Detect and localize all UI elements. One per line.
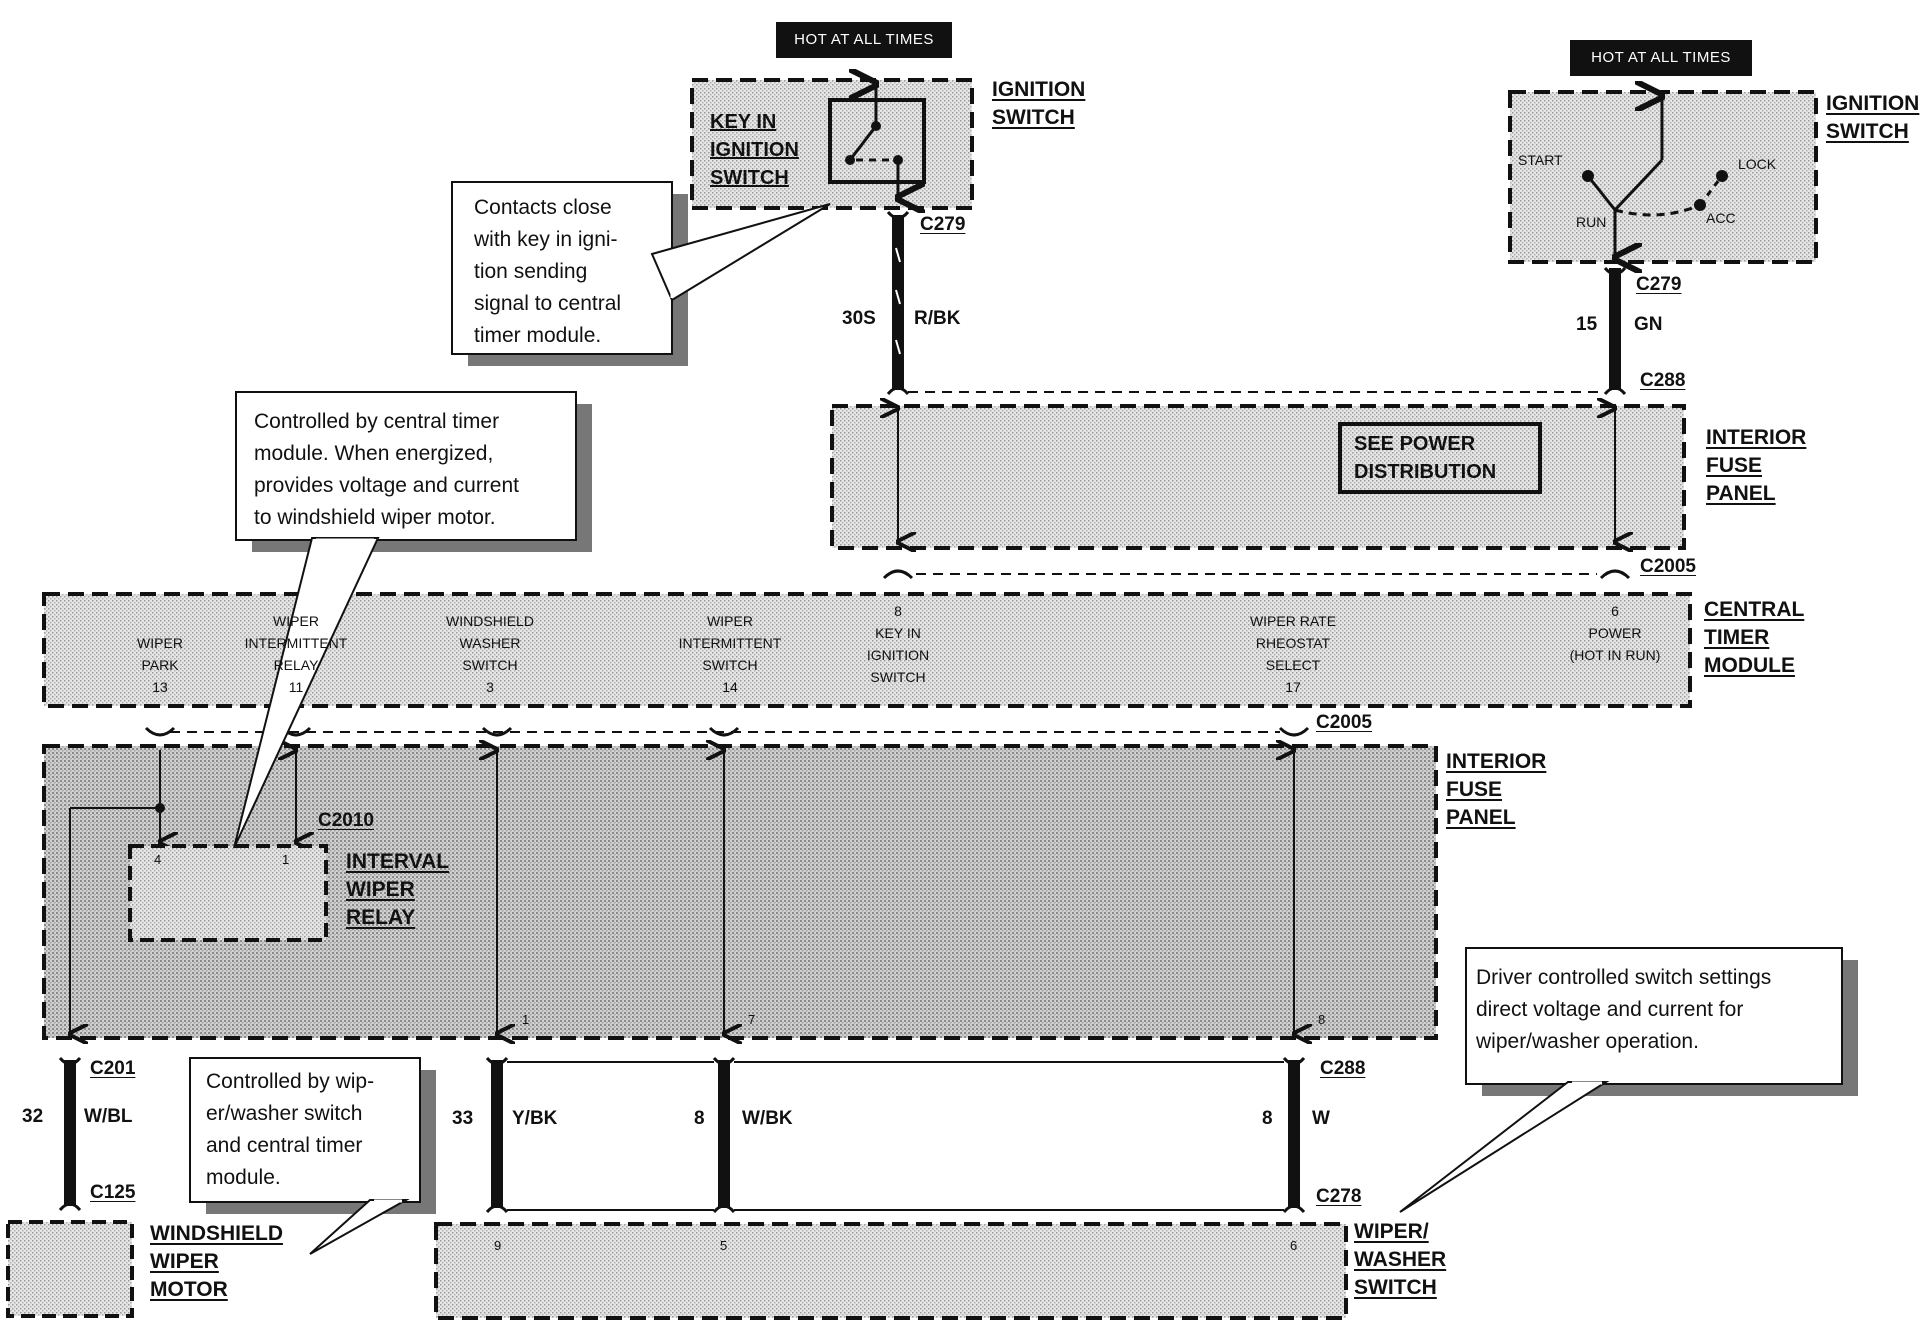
wire-32-color: W/BL — [84, 1106, 133, 1127]
wire-32-circuit: 32 — [22, 1106, 44, 1127]
wire-15-circuit: 15 — [1576, 314, 1598, 335]
wire-8b-circuit: 8 — [1262, 1108, 1273, 1129]
interior-fuse-panel-top-label: INTERIOR FUSE PANEL — [1706, 426, 1807, 505]
interior-fuse-panel-top — [830, 406, 1686, 548]
wire-33 — [485, 1056, 509, 1214]
fuse-panel-pin-1: 1 — [522, 1012, 530, 1027]
wire-8a-color: W/BK — [742, 1108, 793, 1129]
note-driver-box — [1399, 947, 1858, 1213]
wire-8a-circuit: 8 — [694, 1108, 705, 1129]
connector-c2005-top: C2005 — [1640, 556, 1696, 577]
wire-8-wbk — [712, 1056, 736, 1214]
ctm-pin-power: 6 POWER (HOT IN RUN) — [1569, 603, 1661, 663]
interval-wiper-relay-label: INTERVAL WIPER RELAY — [346, 850, 450, 929]
connector-c288-top: C288 — [1640, 370, 1686, 391]
fuse-panel-pin-8: 8 — [1318, 1012, 1326, 1027]
wire-33-color: Y/BK — [512, 1108, 558, 1129]
wire-8-w — [1282, 1056, 1306, 1214]
fuse-panel-pin-7: 7 — [748, 1012, 756, 1027]
wiper-washer-switch-label: WIPER/ WASHER SWITCH — [1354, 1220, 1447, 1299]
interval-wiper-relay — [128, 844, 328, 942]
connector-c279-left: C279 — [920, 214, 966, 235]
note-key-in-ignition: Contacts close with key in igni- tion se… — [474, 196, 622, 347]
hot-at-all-times-label: HOT AT ALL TIMES — [776, 22, 952, 58]
connector-c125: C125 — [90, 1182, 136, 1203]
wire-30s — [886, 210, 910, 396]
wire-33-circuit: 33 — [452, 1108, 474, 1129]
ctm-pin-wiper-rate-rheostat-select: WIPER RATE RHEOSTAT SELECT 17 — [1249, 613, 1337, 695]
note-relay: Controlled by central timer module. When… — [254, 410, 519, 529]
ignition-position-run: RUN — [1576, 214, 1607, 230]
switch-pin-5: 5 — [720, 1238, 728, 1253]
connector-c2010: C2010 — [318, 810, 374, 831]
relay-pin-1: 1 — [282, 852, 290, 867]
windshield-wiper-motor — [6, 1220, 134, 1318]
note-driver-controlled: Driver controlled switch settings direct… — [1476, 966, 1772, 1053]
wiper-washer-switch — [434, 1222, 1348, 1320]
interior-fuse-panel-bottom-label: INTERIOR FUSE PANEL — [1446, 750, 1547, 829]
wire-30s-color: R/BK — [914, 308, 961, 329]
ignition-switch-left — [690, 80, 974, 208]
ctm-pin-wiper-park: WIPER PARK 13 — [137, 635, 183, 695]
relay-pin-4: 4 — [154, 852, 162, 867]
see-power-distribution-text: SEE POWER DISTRIBUTION — [1354, 433, 1497, 483]
connector-c279-right: C279 — [1636, 274, 1682, 295]
wire-15 — [1603, 266, 1627, 396]
connector-c288-bottom: C288 — [1320, 1058, 1366, 1079]
switch-pin-9: 9 — [494, 1238, 502, 1253]
note-wiper-washer-switch: Controlled by wip- er/washer switch and … — [206, 1070, 375, 1189]
wire-32 — [58, 1056, 82, 1212]
hot-at-all-times-label: HOT AT ALL TIMES — [1570, 40, 1752, 76]
switch-pin-6: 6 — [1290, 1238, 1298, 1253]
ignition-switch-right-label: IGNITION SWITCH — [1826, 92, 1920, 143]
ignition-switch-left-label: IGNITION SWITCH — [992, 78, 1086, 129]
windshield-wiper-motor-label: WINDSHIELD WIPER MOTOR — [150, 1222, 283, 1301]
ctm-pin-windshield-washer-switch: WINDSHIELD WASHER SWITCH 3 — [446, 613, 534, 695]
connector-c201: C201 — [90, 1058, 136, 1079]
wire-8b-color: W — [1312, 1108, 1330, 1129]
ctm-pin-wiper-intermittent-relay: WIPER INTERMITTENT RELAY 11 — [244, 613, 348, 695]
ctm-pin-wiper-intermittent-switch: WIPER INTERMITTENT SWITCH 14 — [678, 613, 782, 695]
ignition-position-lock: LOCK — [1738, 156, 1777, 172]
note-relay-box — [233, 391, 592, 849]
central-timer-module-label: CENTRAL TIMER MODULE — [1704, 598, 1805, 677]
note-wiper-washer-box — [189, 1057, 436, 1255]
ignition-position-start: START — [1518, 152, 1563, 168]
ignition-switch-right — [1508, 92, 1818, 262]
wire-15-color: GN — [1634, 314, 1663, 335]
ctm-pin-key-in-ignition-switch: 8 KEY IN IGNITION SWITCH — [866, 603, 930, 685]
ignition-position-acc: ACC — [1706, 210, 1736, 226]
wire-30s-circuit: 30S — [842, 308, 876, 329]
connector-c278: C278 — [1316, 1186, 1362, 1207]
note-key-in-ignition-box — [451, 181, 831, 366]
key-in-ignition-text: KEY IN IGNITION SWITCH — [710, 111, 799, 189]
connector-c2005-bottom: C2005 — [1316, 712, 1372, 733]
